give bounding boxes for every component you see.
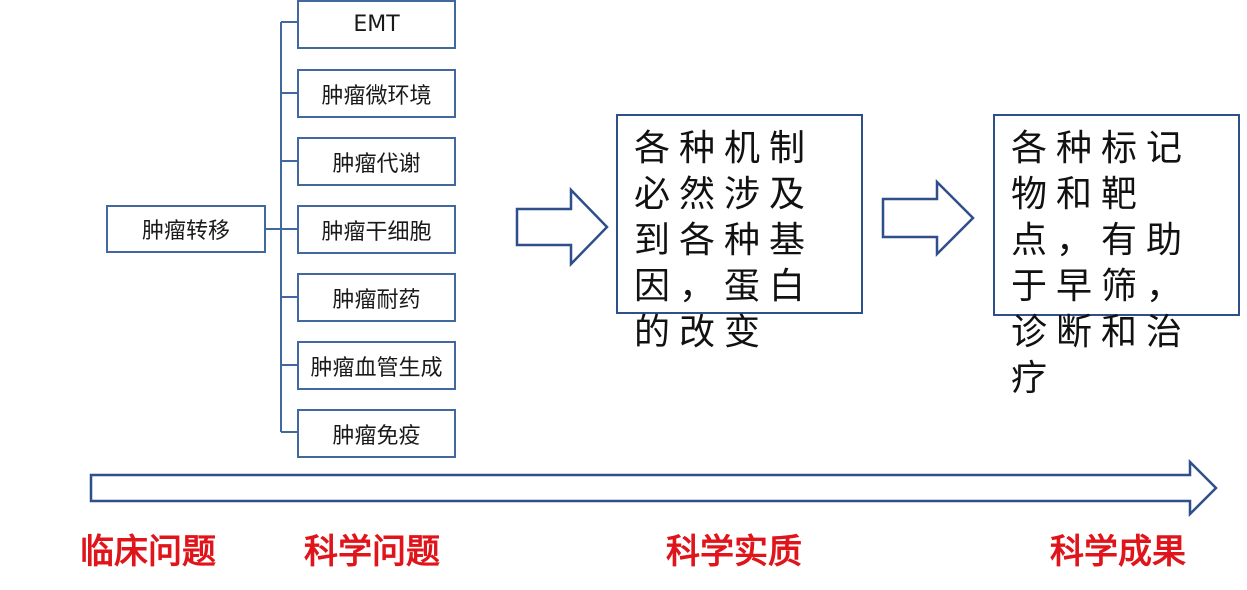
branch-node-metabolism: 肿瘤代谢 <box>297 137 456 186</box>
stage-label-scientific-result: 科学成果 <box>1050 532 1186 572</box>
stage-label-scientific-question: 科学问题 <box>304 532 440 572</box>
branch-node-stem-cell: 肿瘤干细胞 <box>297 205 456 254</box>
block-arrow-1 <box>515 186 609 268</box>
stage-label-clinical: 临床问题 <box>80 532 216 572</box>
stage-label-scientific-essence: 科学实质 <box>666 532 802 572</box>
outcome-box: 各种标记物和靶点，有助于早筛，诊断和治疗 <box>993 114 1240 399</box>
root-node: 肿瘤转移 <box>106 205 266 253</box>
branch-node-angiogenesis: 肿瘤血管生成 <box>297 341 456 390</box>
branch-node-microenvironment: 肿瘤微环境 <box>297 69 456 118</box>
timeline-arrow <box>89 458 1218 518</box>
branch-node-immunity: 肿瘤免疫 <box>297 409 456 458</box>
mechanism-box: 各种机制必然涉及到各种基因，蛋白的改变 <box>616 114 863 353</box>
branch-node-emt: EMT <box>297 0 456 49</box>
branch-node-drug-resistance: 肿瘤耐药 <box>297 273 456 322</box>
block-arrow-2 <box>881 178 975 258</box>
